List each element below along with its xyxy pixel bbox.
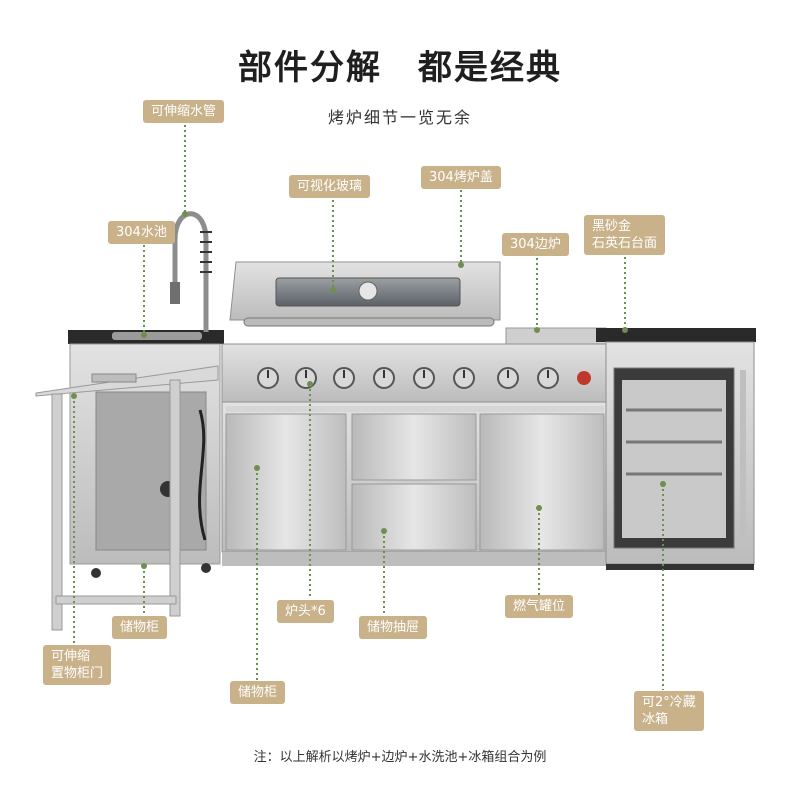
caster xyxy=(201,563,211,573)
caster xyxy=(91,568,101,578)
fridge-base xyxy=(606,564,754,570)
leader-lines xyxy=(73,120,664,690)
sink-hose-pipe xyxy=(198,409,207,541)
label-burners: 炉头*6 xyxy=(277,600,334,623)
faucet-spring xyxy=(200,231,212,273)
label-sink: 304水池 xyxy=(108,221,175,244)
label-glass: 可视化玻璃 xyxy=(289,175,371,198)
handle-bar xyxy=(226,406,604,412)
label-fridge-line1: 可2°冷藏 xyxy=(642,695,696,710)
fridge-shelves xyxy=(626,408,722,476)
label-cabinet-main: 储物柜 xyxy=(230,681,286,704)
sink-cabinet-interior xyxy=(95,391,207,551)
lid-handle xyxy=(243,317,495,327)
fridge-unit xyxy=(596,328,756,570)
drawer-bottom xyxy=(351,483,477,551)
door-frame-left xyxy=(51,393,63,631)
fridge-handle xyxy=(740,370,746,540)
door-handle xyxy=(91,373,137,383)
page-title: 部件分解 都是经典 xyxy=(238,48,562,88)
fridge-countertop xyxy=(596,328,756,342)
door-frame-bottom xyxy=(55,595,177,605)
door-frame-right xyxy=(169,379,181,617)
label-storage-drawer: 储物抽屉 xyxy=(359,616,428,639)
fridge-interior xyxy=(622,380,726,538)
burner-knobs xyxy=(257,367,591,389)
label-countertop-line2: 石英石台面 xyxy=(592,236,658,251)
label-gas-tank: 燃气罐位 xyxy=(505,595,574,618)
label-door: 可伸缩 置物柜门 xyxy=(43,645,112,685)
leader-dots xyxy=(71,211,666,569)
label-hose: 可伸缩水管 xyxy=(143,100,225,123)
footer-note: 注：以上解析以烤炉+边炉+水洗池+冰箱组合为例 xyxy=(253,750,547,765)
grill-base xyxy=(222,552,608,566)
label-side-burner: 304边炉 xyxy=(502,233,569,256)
grill-unit xyxy=(221,261,609,566)
igniter-button xyxy=(577,371,591,385)
left-cabinet-door xyxy=(225,413,347,551)
label-countertop-line1: 黑砂金 xyxy=(592,219,632,234)
page-subtitle: 烤炉细节一览无余 xyxy=(327,108,472,127)
label-lid: 304烤炉盖 xyxy=(421,166,501,189)
label-fridge-line2: 冰箱 xyxy=(642,712,669,727)
faucet xyxy=(172,211,209,332)
label-cabinet-small: 储物柜 xyxy=(112,616,168,639)
right-cabinet-door xyxy=(479,413,605,551)
side-burner-top xyxy=(505,327,607,347)
label-fridge: 可2°冷藏 冰箱 xyxy=(634,691,704,731)
sink-basin xyxy=(112,332,202,340)
label-countertop: 黑砂金 石英石台面 xyxy=(584,215,666,255)
drawer-top xyxy=(351,413,477,481)
label-door-line2: 置物柜门 xyxy=(51,666,104,681)
sink-unit xyxy=(35,211,224,631)
faucet-head xyxy=(170,282,180,304)
thermometer xyxy=(358,281,378,301)
label-door-line1: 可伸缩 xyxy=(51,649,91,664)
